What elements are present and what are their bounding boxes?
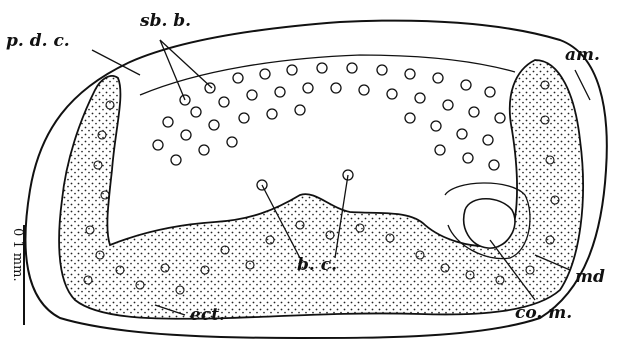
label-com: co. m. bbox=[515, 303, 572, 323]
label-md: md bbox=[575, 267, 605, 287]
label-sbb: sb. b. bbox=[139, 11, 191, 31]
leader-am bbox=[575, 70, 590, 100]
scale-label: 0 1 mm. bbox=[10, 228, 25, 282]
label-pdc: p. d. c. bbox=[6, 31, 70, 51]
leader-sbb-2 bbox=[160, 40, 212, 88]
leader-pdc bbox=[92, 50, 140, 75]
label-am: am. bbox=[565, 45, 600, 65]
coelom-cavity bbox=[464, 199, 515, 248]
label-bc: b. c. bbox=[297, 255, 337, 275]
leader-sbb-1 bbox=[160, 40, 185, 100]
coelom-wall bbox=[140, 55, 515, 95]
label-ect: ect. bbox=[190, 305, 225, 325]
